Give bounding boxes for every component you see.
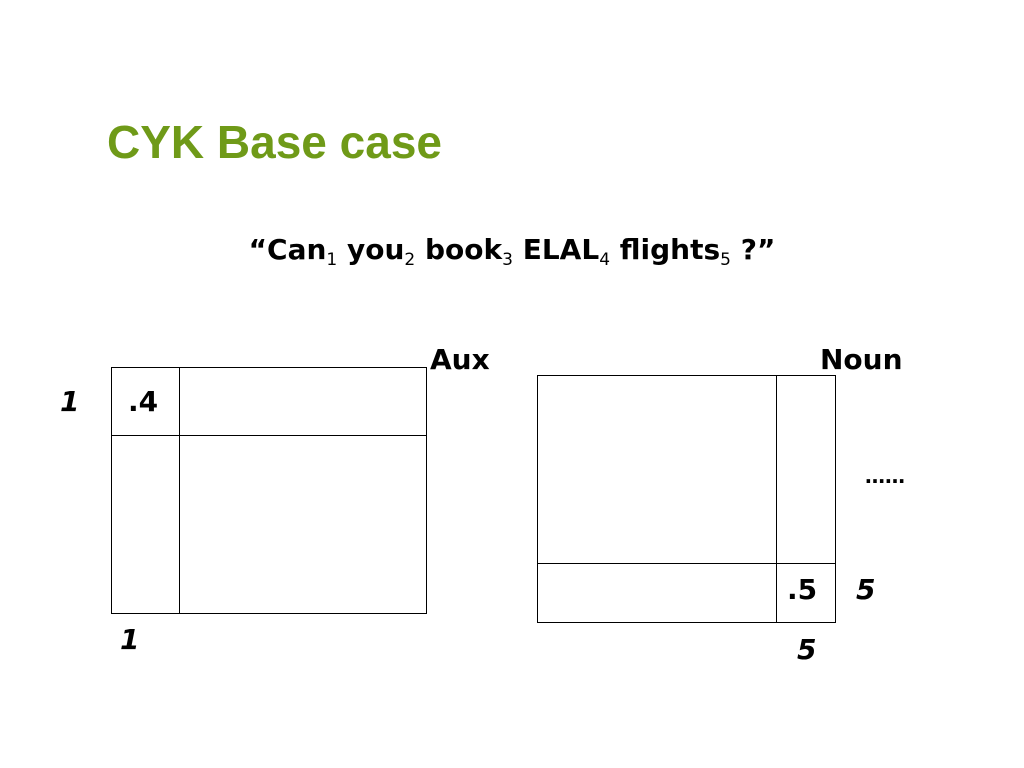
sentence-word: ELAL xyxy=(522,233,600,266)
right-chart-col-divider xyxy=(776,375,777,623)
left-chart-col-divider xyxy=(179,367,180,614)
word-index: 3 xyxy=(502,250,513,270)
right-chart-grid xyxy=(537,375,836,623)
left-col-label: 1 xyxy=(120,623,140,656)
right-col-label: 5 xyxy=(797,633,817,666)
left-chart-grid xyxy=(111,367,427,614)
right-cell-value: .5 xyxy=(787,573,818,606)
word-index: 1 xyxy=(326,250,338,270)
word-index: 2 xyxy=(404,250,416,270)
left-nonterminal-label: Aux xyxy=(430,343,490,376)
slide-title: CYK Base case xyxy=(107,116,442,168)
sentence-word: book xyxy=(424,233,503,266)
right-row-label: 5 xyxy=(856,573,876,606)
example-sentence: “Can1 you2 book3 ELAL4 flights5 ?” xyxy=(0,228,1024,276)
left-cell-value: .4 xyxy=(128,385,159,418)
left-row-label: 1 xyxy=(60,385,80,418)
right-chart-row-divider xyxy=(537,563,836,564)
sentence-word: flights xyxy=(619,233,721,266)
close-quote: ?” xyxy=(740,233,776,266)
sentence-word: you xyxy=(346,233,405,266)
ellipsis: …… xyxy=(865,464,905,488)
word-index: 5 xyxy=(720,250,731,270)
left-chart-row-divider xyxy=(111,435,427,436)
open-quote: “ xyxy=(248,233,268,266)
right-nonterminal-label: Noun xyxy=(820,343,903,376)
word-index: 4 xyxy=(599,250,611,270)
sentence-word: Can xyxy=(267,233,327,266)
